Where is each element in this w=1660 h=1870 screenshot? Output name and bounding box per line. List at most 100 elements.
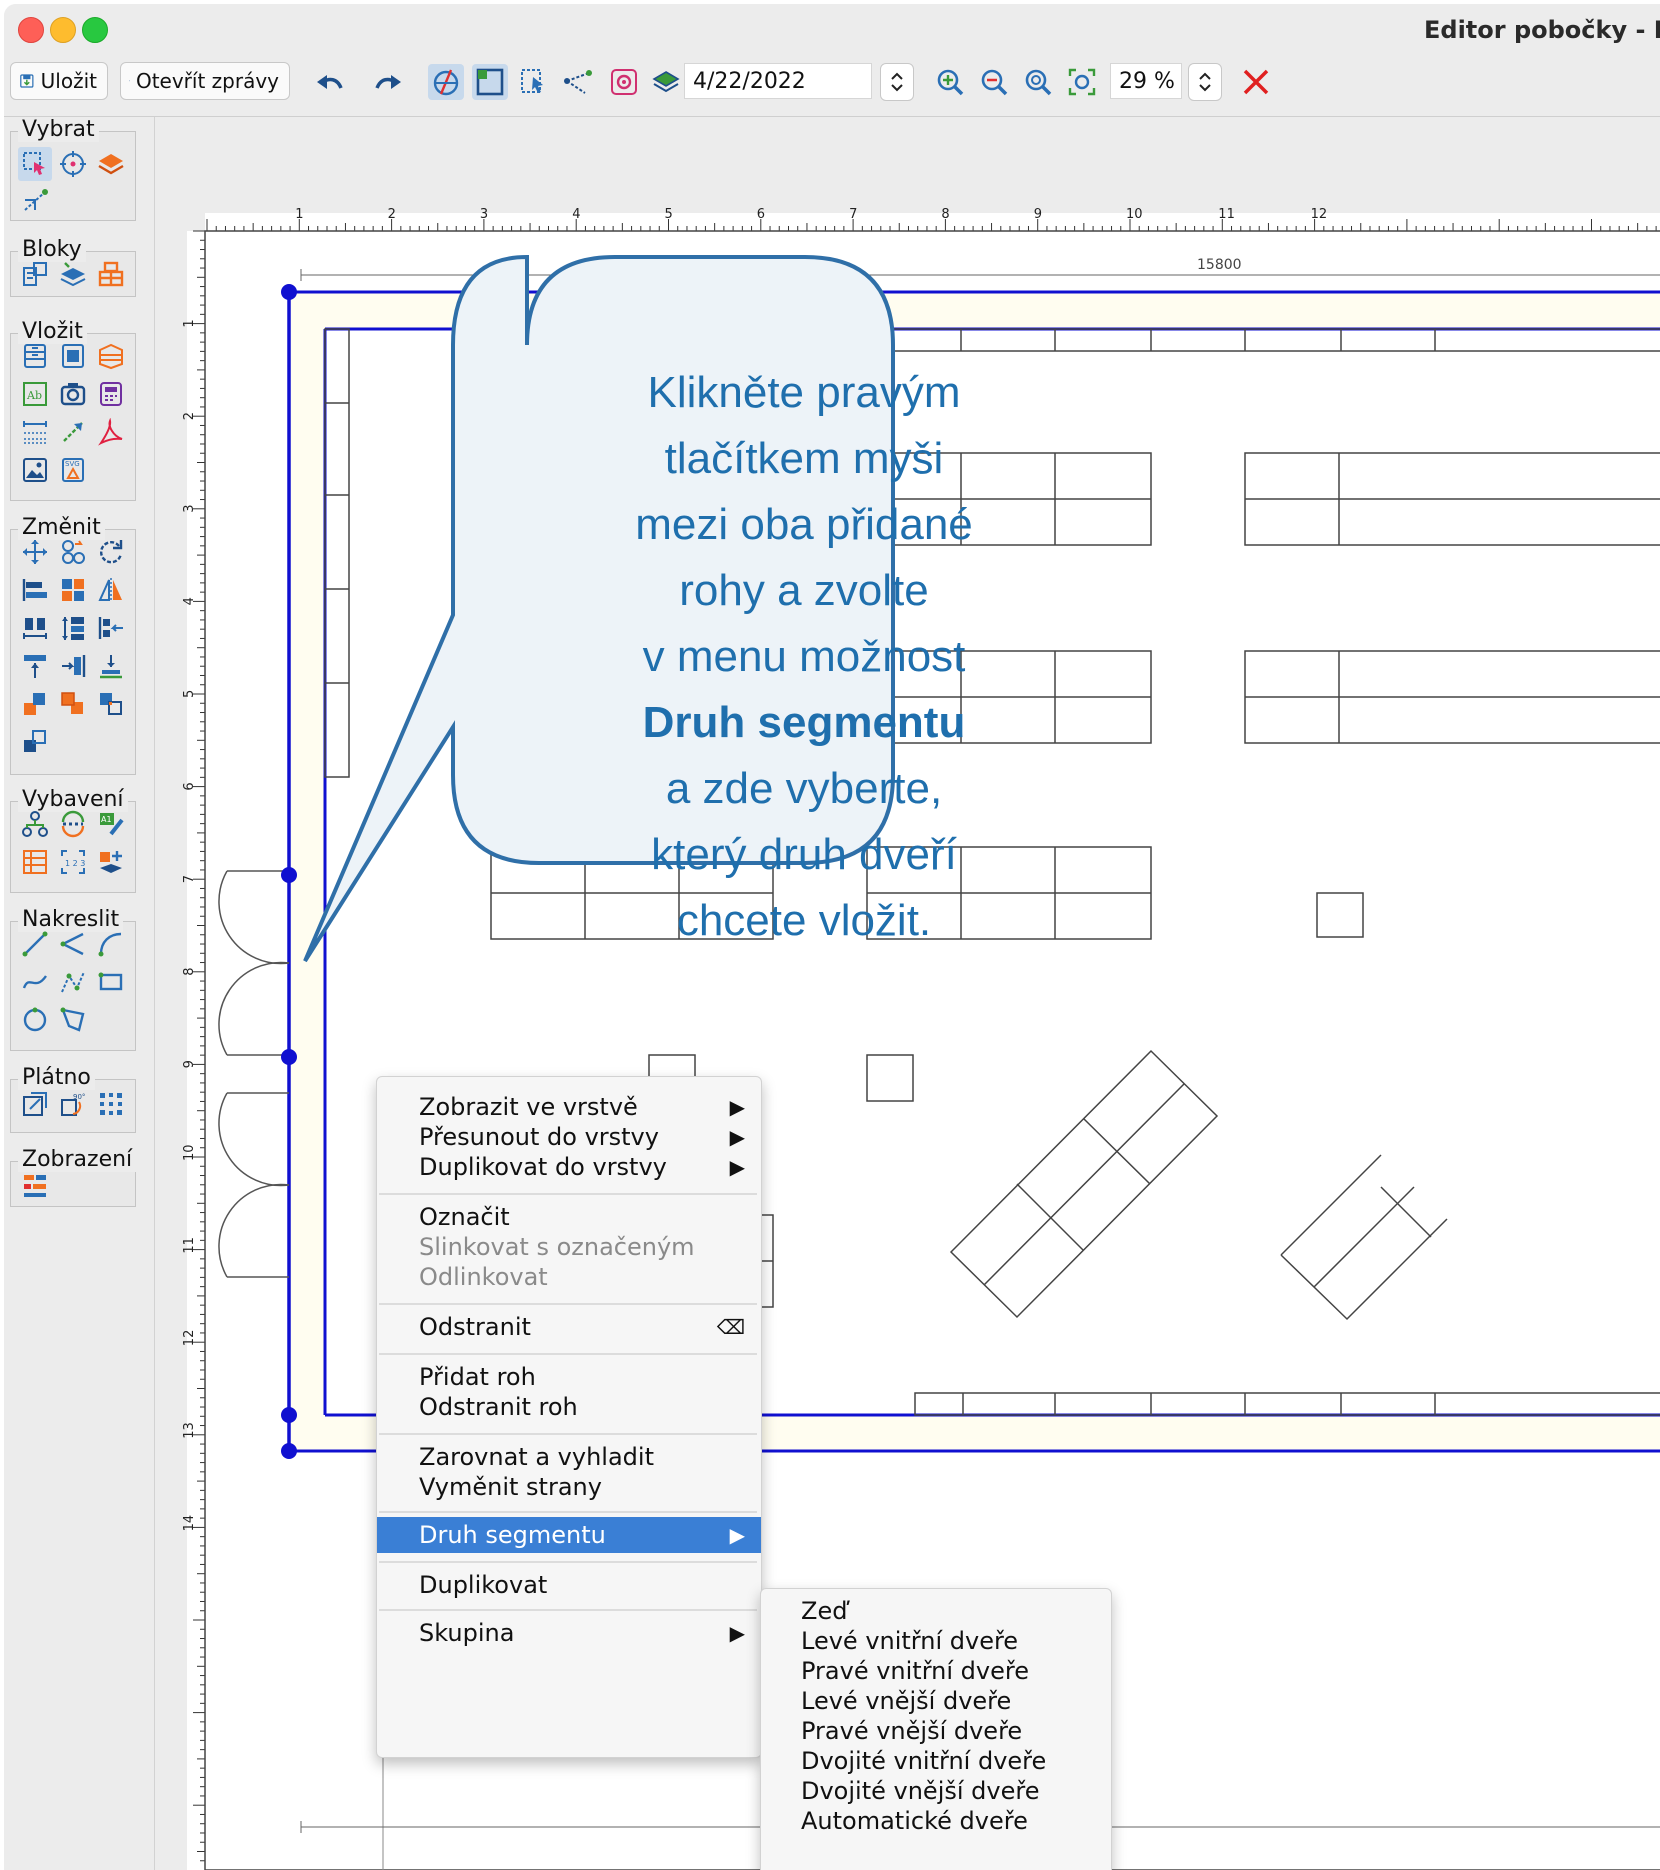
- move-icon[interactable]: [18, 535, 52, 569]
- insert-line-icon[interactable]: [56, 415, 90, 449]
- submenu-item-wall[interactable]: Zeď: [801, 1597, 848, 1625]
- copy-move-icon[interactable]: [56, 535, 90, 569]
- submenu-item-left-inner-door[interactable]: Levé vnitřní dveře: [801, 1627, 1019, 1655]
- zoom-field[interactable]: 29 %: [1110, 63, 1182, 99]
- menu-item-show-in-layer[interactable]: Zobrazit ve vrstvě▶: [377, 1089, 761, 1125]
- draw-spline-icon[interactable]: [56, 965, 90, 999]
- callout-line: tlačítkem myši: [664, 434, 944, 483]
- equipment-rack-icon[interactable]: [18, 845, 52, 879]
- draw-polygon-icon[interactable]: [56, 1003, 90, 1037]
- submenu-item-double-outer-door[interactable]: Dvojité vnější dveře: [801, 1777, 1040, 1805]
- minimize-window-button[interactable]: [50, 17, 76, 43]
- zoom-in-icon[interactable]: [932, 64, 968, 100]
- menu-item-add-corner[interactable]: Přidat roh: [419, 1363, 536, 1391]
- insert-pdf-icon[interactable]: [94, 415, 128, 449]
- insert-device-icon[interactable]: [94, 377, 128, 411]
- submenu-item-right-inner-door[interactable]: Pravé vnitřní dveře: [801, 1657, 1029, 1685]
- submenu-item-left-outer-door[interactable]: Levé vnější dveře: [801, 1687, 1012, 1715]
- mirror-icon[interactable]: [94, 573, 128, 607]
- align-edge-icon[interactable]: [94, 611, 128, 645]
- ruler-top-label: 11: [1218, 207, 1235, 222]
- zoom-window-button[interactable]: [82, 17, 108, 43]
- menu-item-delete[interactable]: Odstranit⌫: [377, 1309, 761, 1345]
- menu-item-align-smooth[interactable]: Zarovnat a vyhladit: [419, 1443, 654, 1471]
- insert-dimension-icon[interactable]: [18, 415, 52, 449]
- submenu-item-right-outer-door[interactable]: Pravé vnější dveře: [801, 1717, 1023, 1745]
- insert-svg-icon[interactable]: SVG: [56, 453, 90, 487]
- overlap-icon[interactable]: [94, 687, 128, 721]
- date-field[interactable]: 4/22/2022: [684, 63, 872, 99]
- menu-item-remove-corner[interactable]: Odstranit roh: [419, 1393, 578, 1421]
- insert-counter-icon[interactable]: [94, 339, 128, 373]
- order-icon[interactable]: [18, 725, 52, 759]
- fit-page-icon[interactable]: [1064, 64, 1100, 100]
- menu-item-segment-type[interactable]: Druh segmentu▶: [377, 1517, 761, 1553]
- align-left-icon[interactable]: [18, 573, 52, 607]
- close-window-button[interactable]: [18, 17, 44, 43]
- select-path-icon[interactable]: [18, 183, 52, 217]
- insert-shelf-icon[interactable]: [18, 339, 52, 373]
- equipment-number-icon[interactable]: 1 2 3: [56, 845, 90, 879]
- grid-snap-icon[interactable]: [472, 64, 508, 100]
- save-button[interactable]: Uložit: [10, 62, 108, 100]
- equipment-label-icon[interactable]: A1: [94, 807, 128, 841]
- save-icon: [20, 74, 34, 88]
- distribute-grid-icon[interactable]: [56, 573, 90, 607]
- zoom-stepper[interactable]: [1188, 63, 1222, 101]
- redo-icon[interactable]: [370, 64, 406, 100]
- draw-curve-icon[interactable]: [18, 965, 52, 999]
- target-icon[interactable]: [606, 64, 642, 100]
- select-tool-icon[interactable]: [516, 64, 552, 100]
- insert-text-icon[interactable]: Ab: [18, 377, 52, 411]
- submenu-item-automatic-door[interactable]: Automatické dveře: [801, 1807, 1028, 1835]
- close-editor-icon[interactable]: [1238, 64, 1274, 100]
- menu-item-duplicate-to-layer[interactable]: Duplikovat do vrstvy▶: [377, 1149, 761, 1185]
- ruler-left-label: 1: [182, 319, 197, 327]
- submenu-item-double-inner-door[interactable]: Dvojité vnitřní dveře: [801, 1747, 1047, 1775]
- align-top-icon[interactable]: [18, 611, 52, 645]
- block-stack-icon[interactable]: [56, 257, 90, 291]
- align-bottom-icon[interactable]: [94, 649, 128, 683]
- insert-camera-icon[interactable]: [56, 377, 90, 411]
- canvas-size-icon[interactable]: [18, 1087, 52, 1121]
- insert-image-icon[interactable]: [18, 453, 52, 487]
- center-horizontal-icon[interactable]: [18, 649, 52, 683]
- select-point-icon[interactable]: [56, 147, 90, 181]
- menu-item-move-to-layer[interactable]: Přesunout do vrstvy▶: [377, 1119, 761, 1155]
- menu-item-select[interactable]: Označit: [419, 1203, 510, 1231]
- block-grid-icon[interactable]: [94, 257, 128, 291]
- draw-line-icon[interactable]: [18, 927, 52, 961]
- date-stepper[interactable]: [880, 63, 914, 101]
- open-reports-button[interactable]: Otevřít zprávy: [120, 62, 290, 100]
- equipment-add-icon[interactable]: [94, 845, 128, 879]
- menu-item-group[interactable]: Skupina▶: [377, 1615, 761, 1651]
- send-back-icon[interactable]: [56, 687, 90, 721]
- canvas-rotate-icon[interactable]: 90°: [56, 1087, 90, 1121]
- draw-circle-icon[interactable]: [18, 1003, 52, 1037]
- menu-item-swap-sides[interactable]: Vyměnit strany: [419, 1473, 602, 1501]
- rotate-icon[interactable]: [94, 535, 128, 569]
- zoom-out-icon[interactable]: [976, 64, 1012, 100]
- equipment-sync-icon[interactable]: [56, 807, 90, 841]
- canvas-grid-icon[interactable]: [94, 1087, 128, 1121]
- insert-cabinet-icon[interactable]: [56, 339, 90, 373]
- draw-polyline-icon[interactable]: [56, 927, 90, 961]
- bring-front-icon[interactable]: [18, 687, 52, 721]
- equipment-tree-icon[interactable]: [18, 807, 52, 841]
- select-layer-icon[interactable]: [94, 147, 128, 181]
- spacing-icon[interactable]: [56, 611, 90, 645]
- draw-rectangle-icon[interactable]: [94, 965, 128, 999]
- block-insert-icon[interactable]: [18, 257, 52, 291]
- zoom-fit-icon[interactable]: [1020, 64, 1056, 100]
- view-legend-icon[interactable]: [18, 1169, 52, 1203]
- select-area-icon[interactable]: [18, 147, 52, 181]
- snap-right-icon[interactable]: [56, 649, 90, 683]
- ruler-top-label: 8: [941, 207, 949, 222]
- undo-icon[interactable]: [312, 64, 348, 100]
- snap-angle-icon[interactable]: [428, 64, 464, 100]
- layers-icon[interactable]: [648, 64, 684, 100]
- menu-item-duplicate[interactable]: Duplikovat: [419, 1571, 548, 1599]
- report-icon: [129, 80, 130, 82]
- draw-arc-icon[interactable]: [94, 927, 128, 961]
- measure-icon[interactable]: [560, 64, 596, 100]
